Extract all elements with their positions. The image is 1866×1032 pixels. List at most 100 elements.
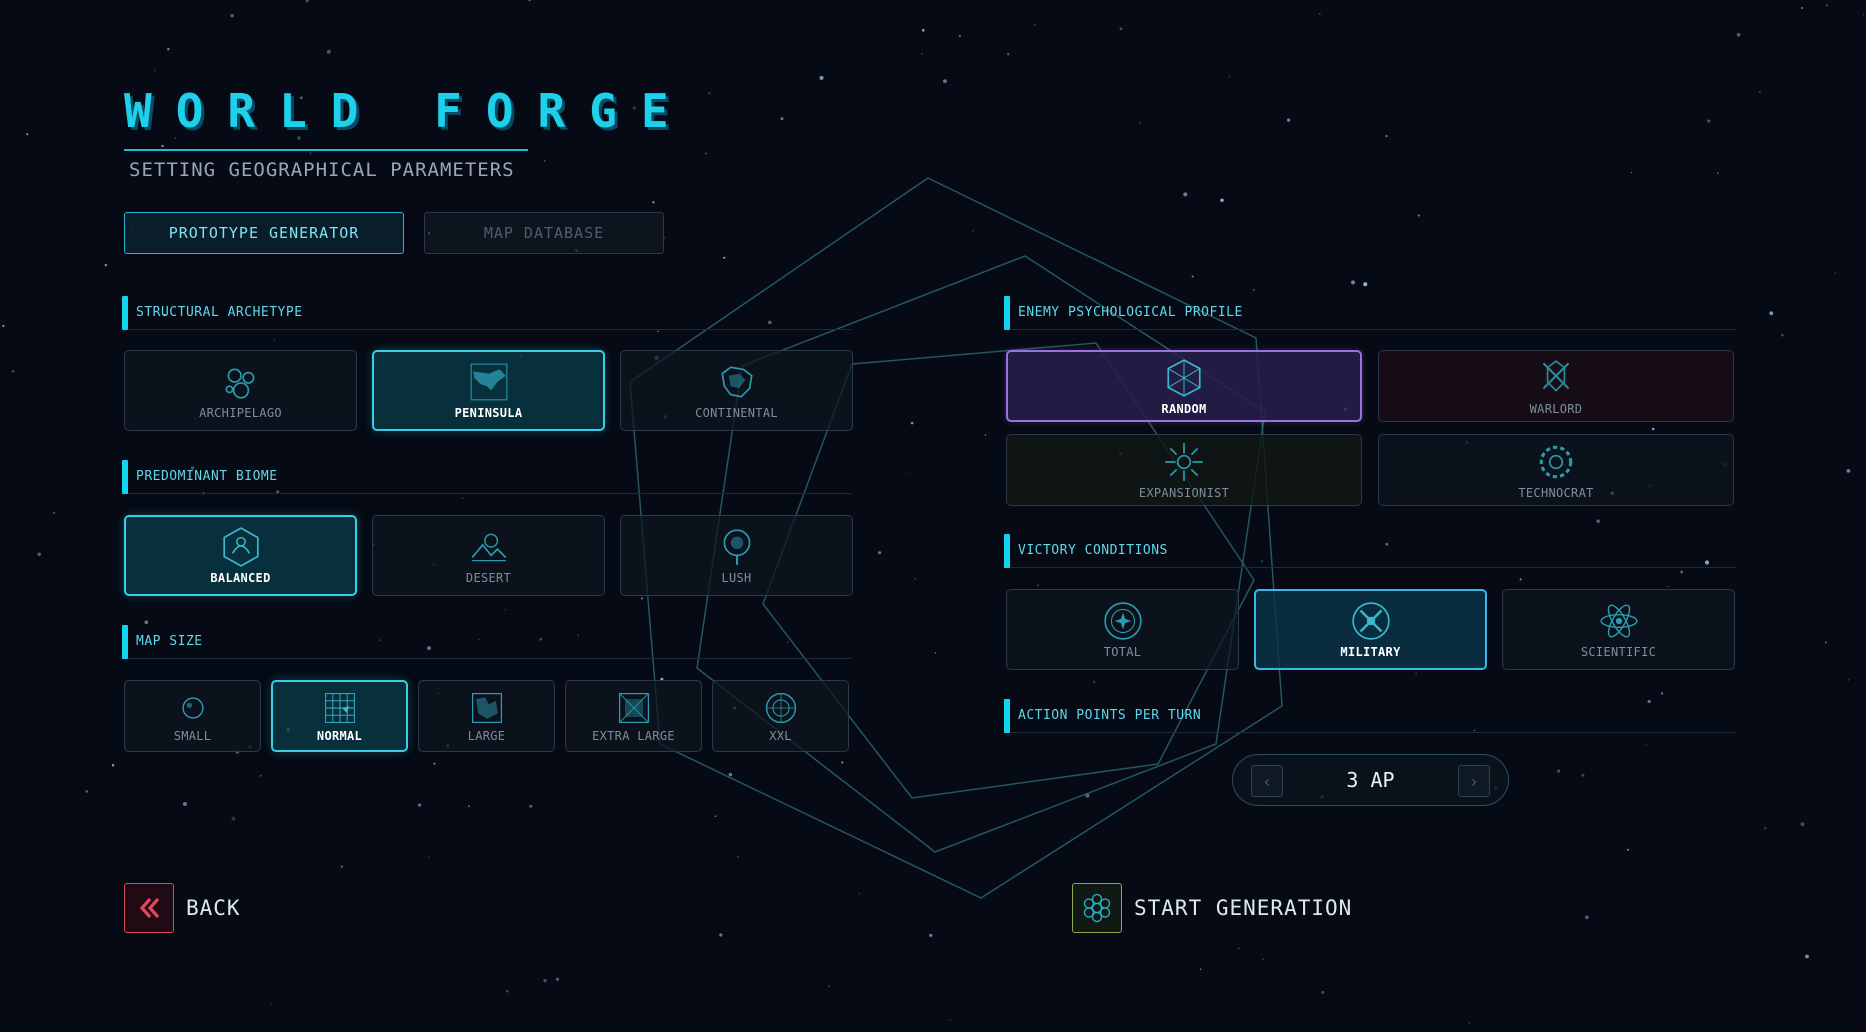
star bbox=[1220, 198, 1224, 203]
archetype-option-peninsula[interactable]: PENINSULA bbox=[372, 350, 605, 431]
victory-option-military[interactable]: MILITARY bbox=[1254, 589, 1487, 670]
star bbox=[1661, 692, 1664, 695]
star bbox=[433, 762, 436, 765]
option-label: RANDOM bbox=[1161, 401, 1207, 416]
star bbox=[908, 472, 910, 474]
option-label: EXPANSIONIST bbox=[1138, 485, 1230, 500]
star bbox=[1847, 679, 1849, 681]
military-icon bbox=[1350, 600, 1392, 642]
victory-option-total[interactable]: TOTAL bbox=[1006, 589, 1239, 670]
enemy-option-random[interactable]: RANDOM bbox=[1006, 350, 1362, 422]
size-option-small[interactable]: SMALL bbox=[124, 680, 261, 752]
star bbox=[1385, 135, 1388, 137]
size-option-large[interactable]: LARGE bbox=[418, 680, 555, 752]
star bbox=[1519, 578, 1522, 581]
victory-option-scientific[interactable]: SCIENTIFIC bbox=[1502, 589, 1735, 670]
star bbox=[828, 985, 830, 988]
star bbox=[417, 803, 422, 807]
star bbox=[972, 230, 974, 232]
star bbox=[1238, 947, 1240, 950]
extra-large-map-icon bbox=[616, 690, 652, 726]
star bbox=[340, 865, 343, 868]
back-button[interactable]: BACK bbox=[124, 883, 241, 933]
star bbox=[1769, 311, 1774, 316]
option-label: NORMAL bbox=[316, 728, 363, 743]
star bbox=[652, 201, 655, 204]
section-map-size: MAP SIZE bbox=[122, 625, 852, 659]
star bbox=[1862, 14, 1864, 16]
star bbox=[273, 338, 276, 341]
option-label: SMALL bbox=[173, 728, 212, 743]
star bbox=[780, 117, 784, 121]
section-marker bbox=[1004, 699, 1010, 733]
section-enemy-profile: ENEMY PSYCHOLOGICAL PROFILE bbox=[1004, 296, 1736, 330]
star bbox=[737, 856, 739, 858]
star bbox=[719, 933, 723, 937]
star bbox=[1473, 729, 1476, 732]
star bbox=[309, 152, 312, 154]
biome-option-desert[interactable]: DESERT bbox=[372, 515, 605, 596]
star bbox=[504, 609, 506, 611]
star bbox=[379, 639, 381, 641]
enemy-option-technocrat[interactable]: TECHNOCRAT bbox=[1378, 434, 1734, 506]
title-underline bbox=[124, 149, 528, 151]
option-label: MILITARY bbox=[1340, 645, 1401, 659]
star bbox=[153, 69, 156, 72]
star bbox=[1651, 427, 1655, 431]
section-marker bbox=[1004, 534, 1010, 568]
balanced-icon bbox=[220, 526, 262, 568]
start-generation-button[interactable]: START GENERATION bbox=[1072, 883, 1352, 933]
star bbox=[231, 816, 236, 821]
star bbox=[529, 804, 533, 808]
star bbox=[1736, 32, 1741, 37]
archetype-option-archipelago[interactable]: ARCHIPELAGO bbox=[124, 350, 357, 431]
section-marker bbox=[1004, 296, 1010, 330]
section-label: ENEMY PSYCHOLOGICAL PROFILE bbox=[1018, 305, 1243, 320]
star bbox=[1037, 584, 1040, 586]
back-label: BACK bbox=[186, 896, 241, 920]
section-structural-archetype: STRUCTURAL ARCHETYPE bbox=[122, 296, 852, 330]
star bbox=[111, 764, 115, 767]
star bbox=[1191, 275, 1194, 278]
star bbox=[1707, 119, 1711, 123]
tab-map-database[interactable]: MAP DATABASE bbox=[424, 212, 664, 254]
star bbox=[299, 96, 303, 100]
star bbox=[1228, 76, 1230, 78]
star bbox=[428, 856, 430, 858]
star bbox=[632, 106, 637, 110]
ap-increment-button[interactable]: › bbox=[1458, 765, 1490, 797]
size-option-xxl[interactable]: XXL bbox=[712, 680, 849, 752]
size-option-normal[interactable]: NORMAL bbox=[271, 680, 408, 752]
tab-prototype-generator[interactable]: PROTOTYPE GENERATOR bbox=[124, 212, 404, 254]
star bbox=[1415, 672, 1417, 675]
star bbox=[2, 324, 5, 327]
star bbox=[657, 330, 659, 332]
section-label: PREDOMINANT BIOME bbox=[136, 469, 278, 484]
star bbox=[1824, 641, 1827, 644]
star bbox=[942, 79, 947, 84]
star bbox=[786, 641, 789, 644]
star bbox=[248, 121, 253, 126]
star bbox=[163, 313, 166, 317]
ap-decrement-button[interactable]: ‹ bbox=[1251, 765, 1283, 797]
star bbox=[543, 978, 547, 983]
enemy-option-expansionist[interactable]: EXPANSIONIST bbox=[1006, 434, 1362, 506]
size-option-extra-large[interactable]: EXTRA LARGE bbox=[565, 680, 702, 752]
star bbox=[1717, 172, 1719, 174]
biome-option-balanced[interactable]: BALANCED bbox=[124, 515, 357, 596]
star bbox=[1758, 91, 1761, 94]
expansionist-icon bbox=[1163, 441, 1205, 483]
star bbox=[276, 490, 280, 494]
star bbox=[104, 263, 108, 267]
star bbox=[1468, 1022, 1470, 1024]
star bbox=[577, 634, 579, 636]
warlord-icon bbox=[1535, 357, 1577, 399]
biome-option-lush[interactable]: LUSH bbox=[620, 515, 853, 596]
star bbox=[468, 805, 470, 808]
star bbox=[167, 48, 170, 51]
enemy-option-warlord[interactable]: WARLORD bbox=[1378, 350, 1734, 422]
star bbox=[1834, 272, 1837, 274]
star bbox=[704, 152, 707, 155]
archetype-option-continental[interactable]: CONTINENTAL bbox=[620, 350, 853, 431]
star bbox=[326, 49, 331, 54]
